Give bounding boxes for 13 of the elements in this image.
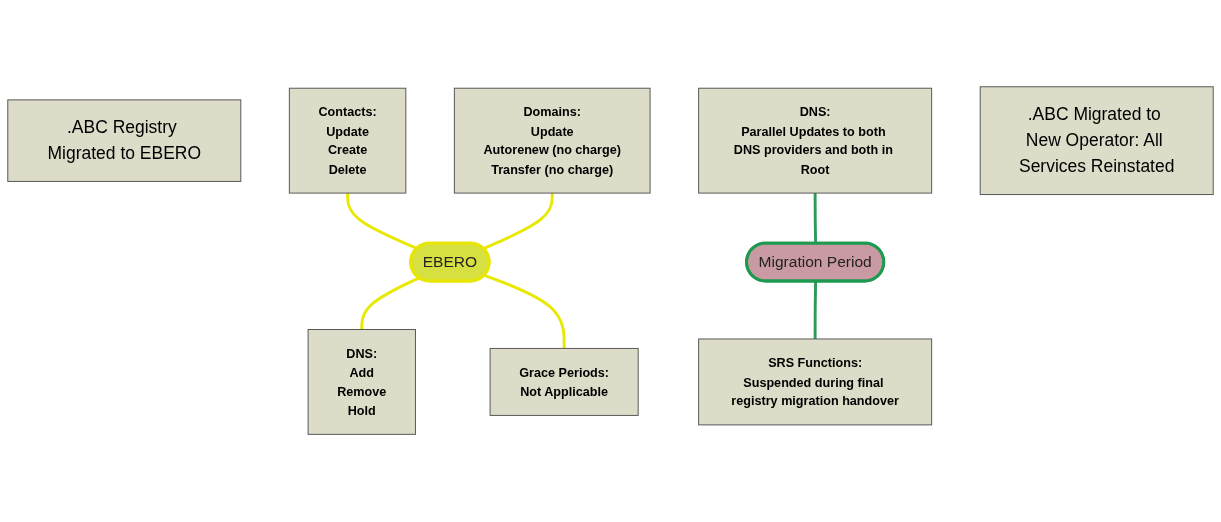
connector: [484, 274, 566, 349]
node-box: Domains: Update Autorenew (no charge) Transfer (no charge): [453, 88, 651, 194]
connector: [482, 193, 554, 251]
node-box: .ABC Registry Migrated to EBERO: [7, 99, 242, 183]
connector: [360, 277, 420, 330]
node-box: DNS: Parallel Updates to both DNS providers and both in Root: [698, 88, 933, 194]
node-box: SRS Functions: Suspended during final registry migration handover: [698, 338, 933, 426]
node-box: DNS: Add Remove Hold: [307, 329, 416, 436]
node-box: .ABC Migrated to New Operator: All Services Reinstated: [979, 86, 1214, 196]
connector: [346, 193, 418, 251]
node-box: Grace Periods: Not Applicable: [489, 348, 639, 417]
connector: [813, 281, 818, 340]
node-box: Contacts: Update Create Delete: [288, 88, 407, 194]
